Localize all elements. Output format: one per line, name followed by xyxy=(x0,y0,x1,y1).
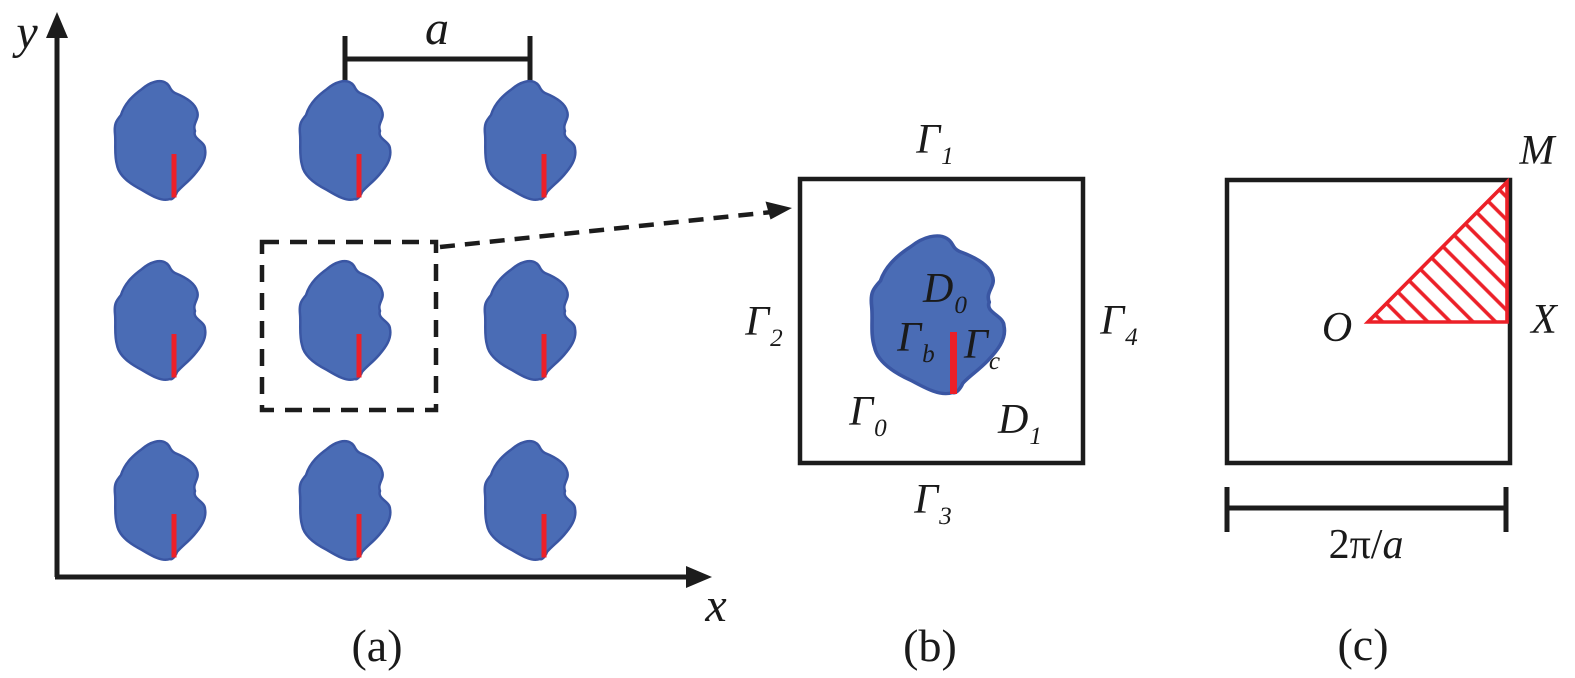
label-d1: D1 xyxy=(998,397,1042,450)
unit-cell-dashed-box xyxy=(259,239,439,413)
scatterer-r1c3 xyxy=(485,81,576,200)
label-point-m: M xyxy=(1519,128,1555,174)
y-axis-label: y xyxy=(16,6,38,59)
x-axis-label: x xyxy=(705,579,727,632)
unit-cell-box xyxy=(797,176,1086,466)
label-gamma-0: Γ0 xyxy=(849,389,887,442)
caption-panel-a: (a) xyxy=(351,620,403,671)
scatterer-r1c2 xyxy=(300,81,391,200)
brillouin-zone-box xyxy=(1224,177,1513,466)
label-gamma-3: Γ3 xyxy=(914,477,952,530)
y-axis-arrowhead xyxy=(46,12,68,38)
zoom-arrow-line xyxy=(439,209,773,250)
label-bz-width: 2π/a xyxy=(1328,522,1404,568)
scatterer-r1c1 xyxy=(115,81,206,200)
label-point-o: O xyxy=(1321,305,1353,351)
label-gamma-2: Γ2 xyxy=(745,299,783,352)
panel-b xyxy=(797,176,1086,466)
irreducible-bz-triangle xyxy=(1363,177,1509,324)
crack-line xyxy=(950,332,957,394)
panel-c xyxy=(1224,177,1513,532)
caption-panel-b: (b) xyxy=(903,620,957,671)
label-gamma-b: Γb xyxy=(897,315,935,368)
label-gamma-4: Γ4 xyxy=(1100,298,1138,351)
unit-cell-scatterer xyxy=(869,234,1007,396)
lattice-constant-marker xyxy=(342,36,533,82)
label-d0: D0 xyxy=(923,266,967,319)
label-point-x: X xyxy=(1531,297,1557,343)
label-gamma-1: Γ1 xyxy=(916,117,954,170)
scatterer-r2c1 xyxy=(115,261,206,380)
caption-panel-c: (c) xyxy=(1337,619,1389,670)
label-gamma-c: Γc xyxy=(963,322,1001,375)
lattice-constant-label: a xyxy=(425,2,449,55)
scatterer-r3c2 xyxy=(300,441,391,560)
zoom-arrow-head xyxy=(765,201,792,220)
scatterer-r2c2 xyxy=(300,261,391,380)
scatterer-r3c1 xyxy=(115,441,206,560)
scatterer-r2c3 xyxy=(485,261,576,380)
scatterer-r3c3 xyxy=(485,441,576,560)
panel-a xyxy=(46,12,792,588)
x-axis-arrowhead xyxy=(686,566,712,588)
bz-width-marker xyxy=(1224,487,1509,532)
